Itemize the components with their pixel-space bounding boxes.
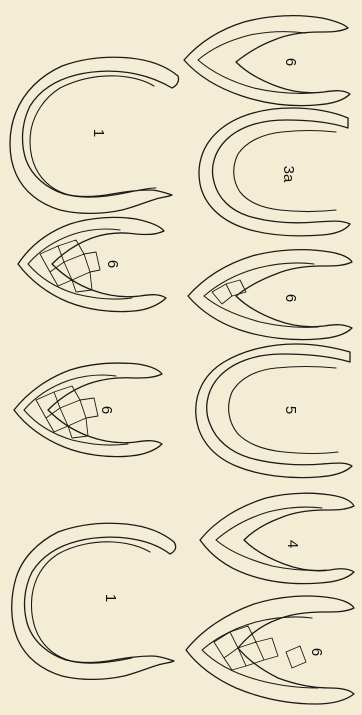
figure-right-2: 3a [199,108,350,236]
figure-right-3-outer-wall [188,250,352,340]
figure-label: 6 [282,58,299,66]
figure-left-bottom-inner-wall [32,542,151,663]
figure-right-1-outer-wall [184,16,350,106]
figure-right-1: 6 [184,16,350,106]
figure-right-5: 4 [200,493,354,583]
figure-label: 6 [308,648,325,656]
figure-right-2-outer-wall [199,108,350,236]
figure-label: 5 [282,406,299,414]
figure-label: 1 [90,129,107,137]
figure-left-lower: 6 [14,363,162,457]
figure-left-bottom: 1 [12,523,176,679]
figure-right-4-outer-wall [196,344,352,478]
figure-label: 6 [104,260,121,268]
figure-right-3: 6 [188,250,352,340]
figure-right-6-outer-wall [186,596,354,704]
figure-label: 4 [284,540,301,548]
figure-left-mid: 6 [18,217,166,311]
figure-label: 6 [282,294,299,302]
figure-left-top: 1 [10,57,179,213]
figure-label: 3a [280,166,297,183]
figure-right-5-outer-wall [200,493,354,583]
figure-left-lower-outer-wall [14,363,162,457]
figure-left-bottom-outer-wall [12,523,176,679]
figure-right-3-inner-wall [204,263,318,327]
figure-label: 1 [102,594,119,602]
figure-right-4: 5 [196,344,352,478]
figure-label: 6 [98,406,115,414]
figure-left-mid-chambers [40,240,100,292]
figure-right-6: 6 [186,596,354,704]
figure-right-5-inner-wall [216,507,326,570]
